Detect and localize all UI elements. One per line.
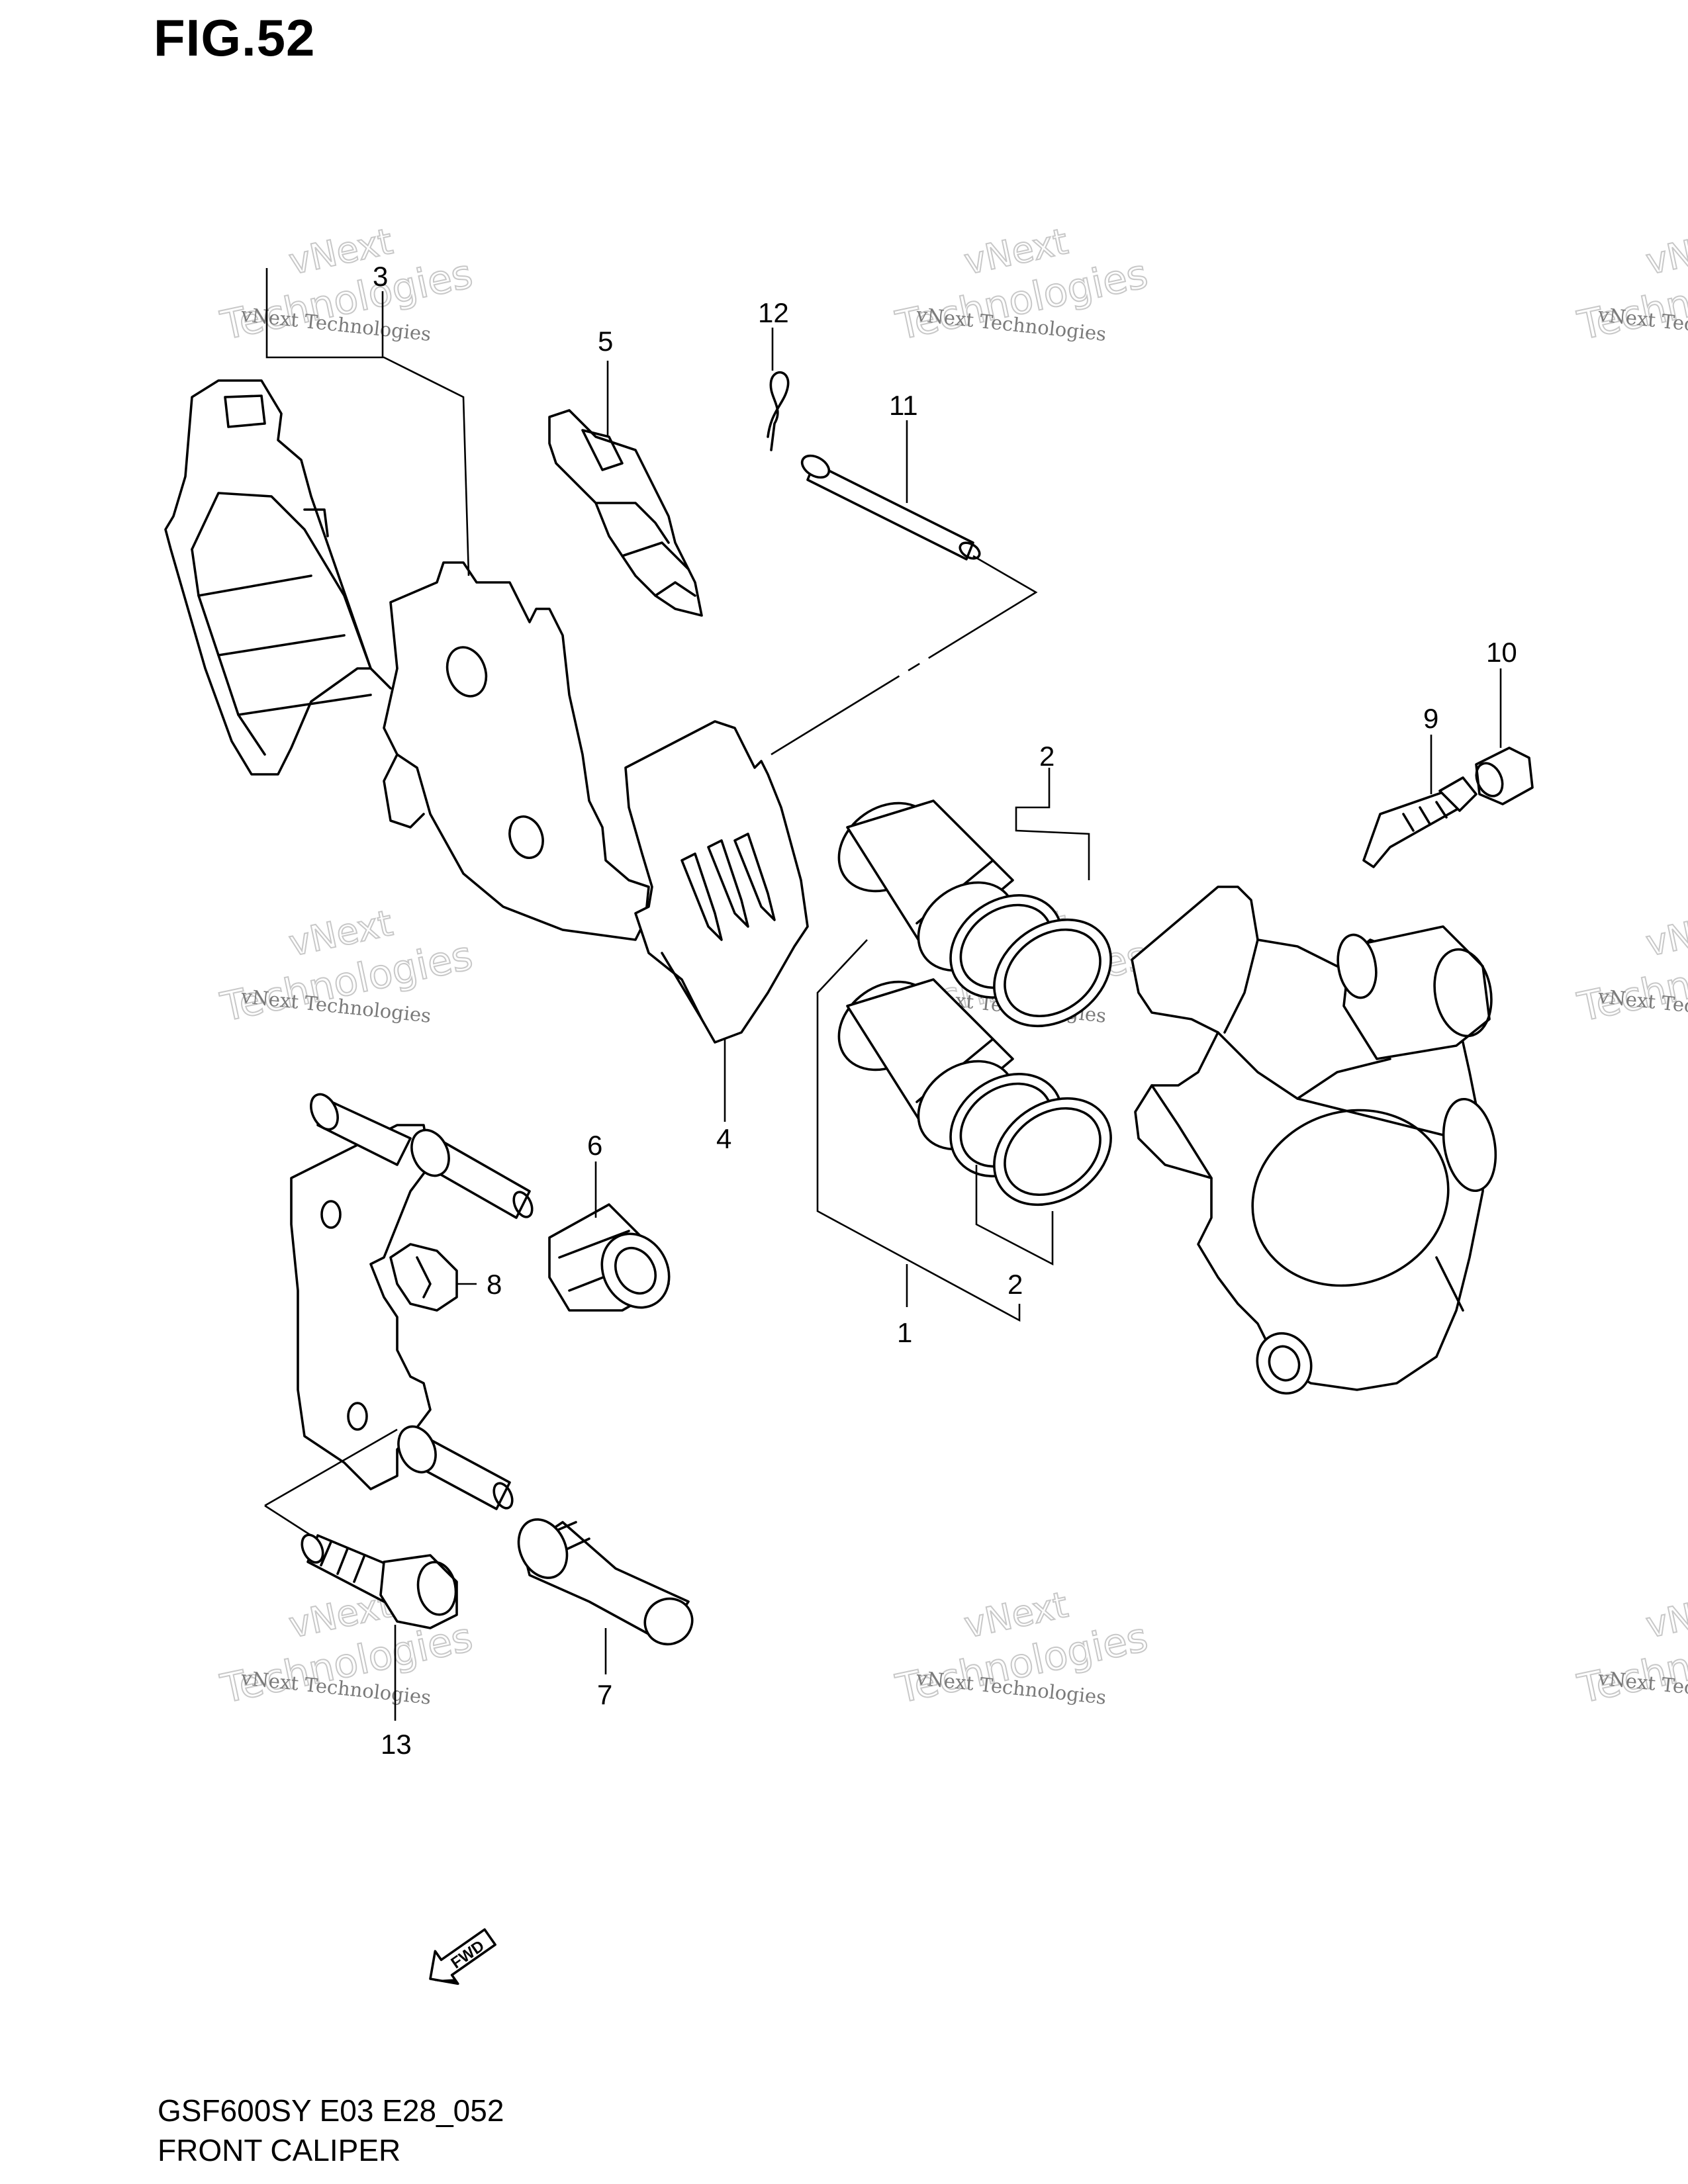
callout-6: 6 — [587, 1130, 602, 1161]
watermark: vNext Technologies vNext Technologies — [216, 220, 477, 350]
model-code: GSF600SY E03 E28_052 — [158, 2093, 504, 2128]
part-10-bleeder-cap — [1475, 747, 1534, 805]
svg-text:vNext: vNext — [1642, 220, 1688, 283]
watermark: vNext Technologies vNext Technologies — [216, 901, 477, 1032]
callout-3: 3 — [373, 261, 388, 292]
svg-text:vNext: vNext — [1642, 902, 1688, 964]
watermark: vNext Technologies vNext Technologies — [1573, 220, 1688, 350]
watermark: vNext Technologies vNext Technologies — [891, 220, 1152, 350]
callout-11: 11 — [889, 390, 918, 421]
callout-5: 5 — [598, 326, 613, 357]
fwd-direction-arrow[interactable]: FWD — [419, 1921, 502, 1995]
figure-title: FIG.52 — [154, 9, 316, 67]
part-12-clip — [767, 371, 790, 451]
part-11-pad-mounting-pin — [800, 454, 981, 561]
pad-spring — [548, 409, 703, 617]
svg-text:vNext: vNext — [1642, 1584, 1688, 1646]
caliper-bracket — [290, 1093, 534, 1510]
callout-13: 13 — [381, 1729, 412, 1760]
watermark: vNext Technologies vNext Technologies — [1573, 901, 1688, 1032]
callout-2-lower: 2 — [1008, 1269, 1023, 1300]
brake-pad-inner-backing-plate — [383, 561, 650, 941]
callout-2-upper: 2 — [1039, 741, 1055, 772]
part-13-bolt — [301, 1533, 458, 1629]
part-8-bracket-spring — [389, 1243, 458, 1312]
callout-12: 12 — [758, 297, 789, 328]
r-clip — [767, 371, 790, 451]
callout-7: 7 — [597, 1679, 612, 1710]
callout-4: 4 — [716, 1123, 731, 1154]
part-5-pad-spring — [548, 409, 703, 617]
part-3-brake-pad-set — [164, 379, 650, 941]
callout-numbers: 3 5 12 11 10 9 2 4 6 8 2 1 7 13 — [373, 261, 1517, 1760]
part-6-boot — [548, 1203, 671, 1312]
callout-10: 10 — [1486, 637, 1517, 668]
watermark: vNext Technologies vNext Technologies — [891, 1583, 1152, 1713]
part-1-pistons-lower — [837, 978, 1112, 1206]
watermark: vNext Technologies vNext Technologies — [1573, 1583, 1688, 1713]
part-7-slide-pin — [517, 1518, 694, 1646]
callout-9: 9 — [1423, 703, 1438, 734]
part-4-pad-shim — [624, 720, 809, 1044]
callout-8: 8 — [487, 1269, 502, 1300]
bracket-plate — [290, 1124, 432, 1490]
part-1-pistons-upper — [837, 799, 1112, 1028]
callout-1: 1 — [897, 1317, 912, 1348]
figure-caption: FRONT CALIPER — [158, 2133, 401, 2167]
pad-shim — [624, 720, 809, 1044]
part-9-bleeder-valve — [1362, 776, 1477, 868]
caliper-body — [1131, 886, 1497, 1395]
brake-pad-outer — [164, 379, 372, 776]
leader-lines — [264, 268, 1502, 1721]
